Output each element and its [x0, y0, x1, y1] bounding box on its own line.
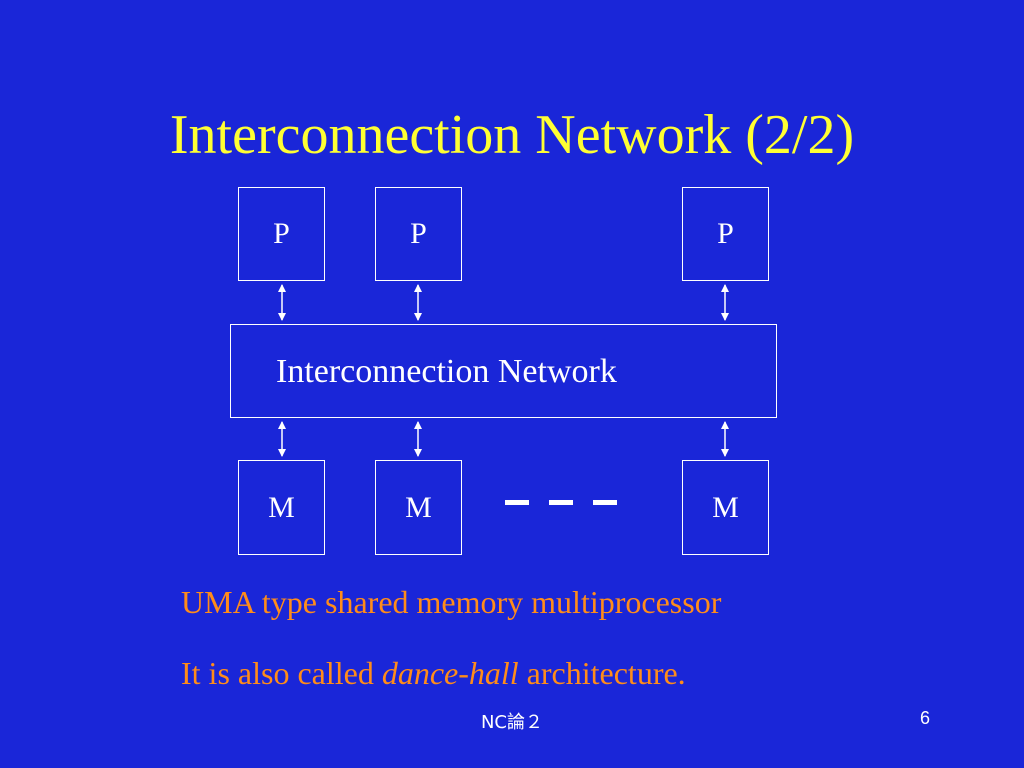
- memory-box: M: [238, 460, 325, 555]
- network-label: Interconnection Network: [276, 353, 617, 390]
- slide-title: Interconnection Network (2/2): [169, 104, 855, 166]
- interconnection-network-box: Interconnection Network: [230, 324, 777, 418]
- caption-prefix: It is also called: [181, 655, 382, 691]
- memory-label: M: [268, 490, 295, 524]
- memory-label: M: [405, 490, 432, 524]
- processor-label: P: [717, 217, 734, 250]
- caption-suffix: architecture.: [518, 655, 686, 691]
- caption-emphasis: dance-hall: [381, 655, 519, 691]
- caption-dance-hall: It is also called dance-hall architectur…: [181, 655, 686, 692]
- memory-box: M: [682, 460, 769, 555]
- memory-box: M: [375, 460, 462, 555]
- processor-box: P: [682, 187, 769, 281]
- caption-uma-text: UMA type shared memory multiprocessor: [181, 584, 722, 620]
- ellipsis-dashes-icon: [505, 500, 617, 505]
- processor-label: P: [273, 217, 290, 250]
- caption-uma: UMA type shared memory multiprocessor: [181, 584, 721, 621]
- memory-label: M: [712, 490, 739, 524]
- slide-footer: NC論２: [480, 712, 544, 733]
- slide-page-number: 6: [920, 708, 931, 728]
- processor-box: P: [375, 187, 462, 281]
- processor-label: P: [410, 217, 427, 250]
- processor-box: P: [238, 187, 325, 281]
